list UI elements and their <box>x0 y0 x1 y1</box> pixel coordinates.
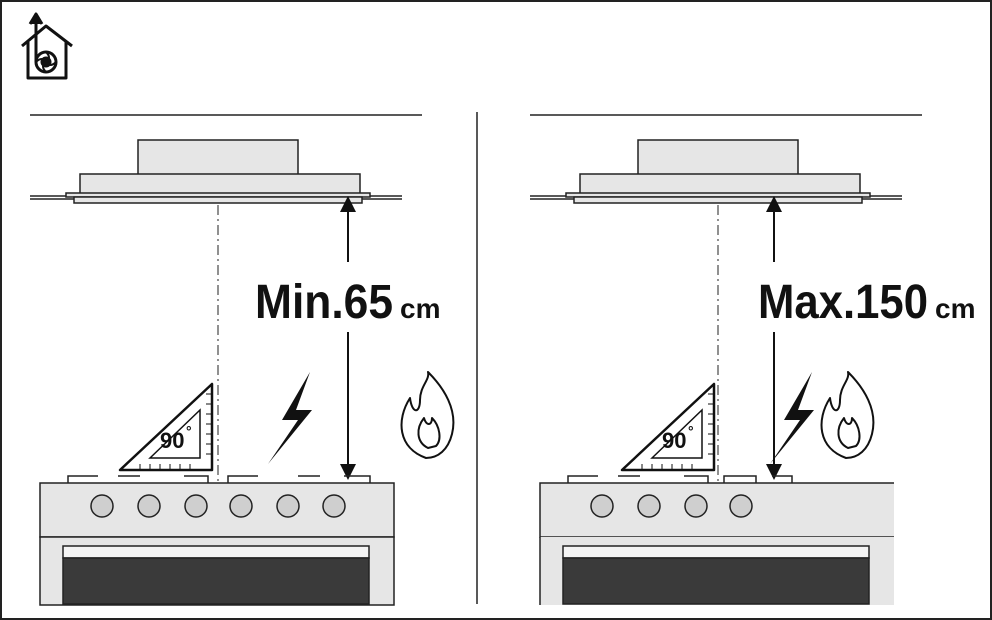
set-square-icon: 90 ° <box>620 382 716 472</box>
min-distance-unit: cm <box>400 293 440 324</box>
max-distance-unit: cm <box>935 293 975 324</box>
gas-flame-icon <box>820 371 875 459</box>
cooker-hood <box>530 139 902 204</box>
lightning-bolt-icon <box>268 372 312 464</box>
right-panel: Max.150 cm 90 ° <box>530 114 975 605</box>
stove <box>39 475 395 606</box>
left-panel: Min.65 cm 90 ° <box>30 114 455 606</box>
angle-degree-symbol: ° <box>186 423 192 439</box>
angle-degree-symbol: ° <box>688 423 694 439</box>
min-distance-label: Min.65 <box>255 276 393 329</box>
angle-label: 90 <box>662 428 686 453</box>
house-ventilation-icon <box>21 12 73 80</box>
angle-label: 90 <box>160 428 184 453</box>
lightning-bolt-icon <box>770 372 814 464</box>
stove <box>539 475 894 605</box>
cooker-hood <box>30 139 402 204</box>
max-distance-label: Max.150 <box>758 276 928 329</box>
set-square-icon: 90 ° <box>118 382 214 472</box>
gas-flame-icon <box>400 371 455 459</box>
